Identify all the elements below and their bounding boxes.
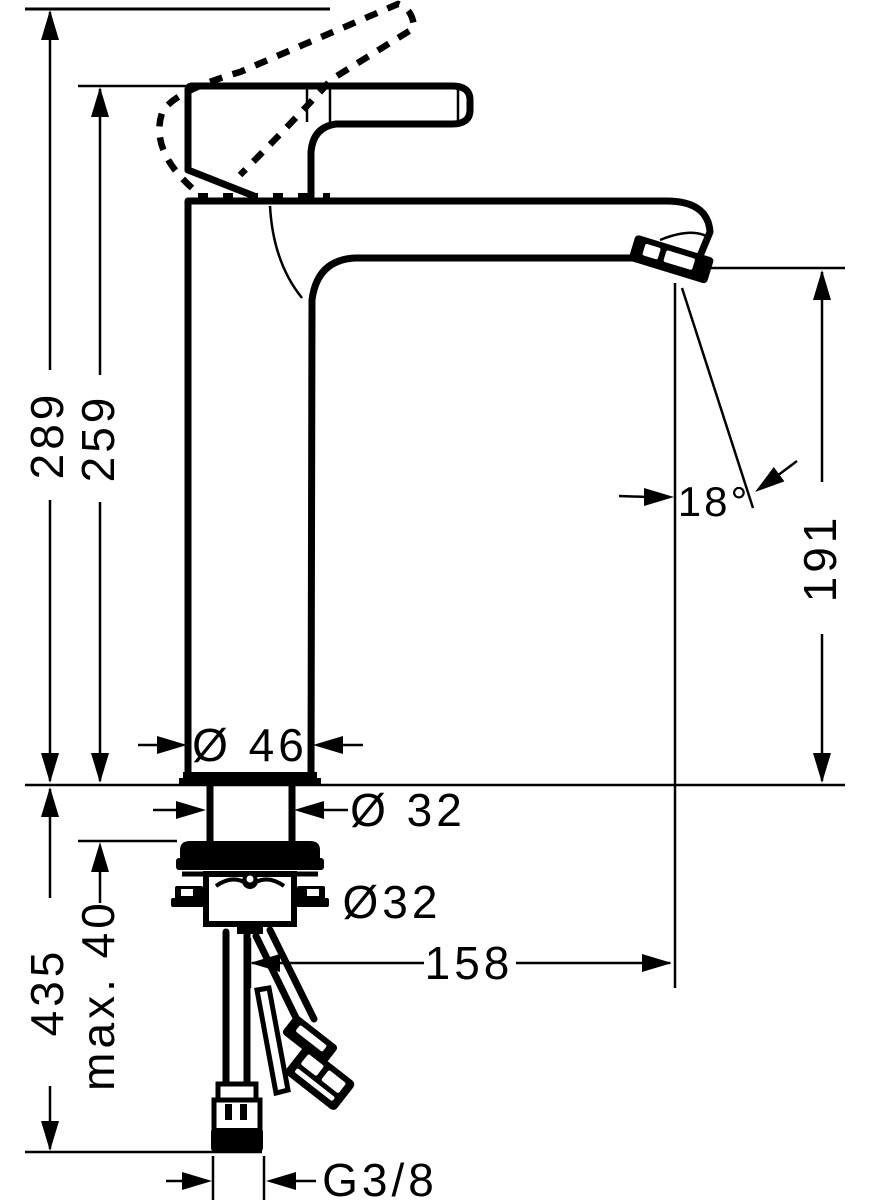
dim-158-arrow-right bbox=[642, 954, 672, 972]
angle-right-tail bbox=[776, 460, 798, 477]
dim-18deg-label: 18° bbox=[678, 478, 751, 525]
dim-435-label: 435 bbox=[21, 948, 73, 1037]
connector-slot-1 bbox=[225, 1104, 232, 1120]
dimension-max-thickness: max. 40 bbox=[72, 842, 124, 1091]
mounting-hardware bbox=[171, 841, 329, 934]
connector-body bbox=[211, 1097, 263, 1135]
dim-max40-label: max. 40 bbox=[72, 899, 124, 1091]
lever-front-chamfer bbox=[184, 166, 258, 200]
dim-435-arrow-down bbox=[41, 1121, 59, 1151]
supply-hose-vertical bbox=[211, 928, 263, 1152]
dimension-spout-reach: 158 bbox=[250, 937, 672, 989]
body-and-spout bbox=[184, 197, 714, 781]
dim-259-arrow-down bbox=[91, 753, 109, 783]
hose-a-collar bbox=[282, 1015, 338, 1065]
g38-arrow-right bbox=[266, 1172, 296, 1190]
base-cap-foot-left bbox=[179, 778, 191, 786]
connector-slot-2 bbox=[240, 1104, 247, 1120]
connector-band bbox=[211, 1128, 263, 1152]
pull-rod bbox=[254, 985, 291, 1097]
base-cap-foot-right bbox=[309, 778, 321, 786]
nut-bottom-tab bbox=[237, 921, 263, 934]
dimension-below-deck: 435 bbox=[21, 787, 73, 1151]
dim-191-arrow-down bbox=[813, 753, 831, 783]
angle-left-tail bbox=[618, 494, 649, 499]
dim-259-arrow-up bbox=[91, 87, 109, 117]
dia46-arrow-right bbox=[313, 736, 343, 754]
dimension-body-diameter: Ø 46 bbox=[138, 719, 363, 771]
hose-a-end-slot-2 bbox=[321, 1070, 346, 1093]
dia32-label: Ø 32 bbox=[350, 784, 466, 836]
body-base-cap bbox=[179, 772, 321, 786]
dia32-hole-label: Ø32 bbox=[343, 876, 442, 928]
hose-a-left bbox=[252, 932, 304, 1030]
dim-259-label: 259 bbox=[72, 394, 124, 483]
raised-lever-path bbox=[156, 0, 418, 191]
hose-a-end bbox=[285, 1046, 355, 1110]
spout-underside bbox=[307, 254, 646, 781]
hose-a-right bbox=[266, 926, 318, 1023]
angle-slant-line bbox=[680, 287, 755, 509]
washer-center-dot-inner bbox=[246, 875, 254, 883]
aerator-slot-1 bbox=[642, 244, 661, 260]
dia46-label: Ø 46 bbox=[192, 719, 308, 771]
lever-handle bbox=[184, 82, 474, 201]
dia32-arrow-left bbox=[176, 801, 206, 819]
dimension-spout-angle: 18° bbox=[618, 287, 798, 525]
dimension-spout-height: 191 bbox=[794, 270, 846, 783]
faucet-outline bbox=[156, 0, 714, 1152]
dim-158-label: 158 bbox=[425, 937, 514, 989]
dim-max40-arrow-up bbox=[91, 842, 109, 872]
lever-raised-dashed-outline bbox=[156, 0, 418, 199]
reference-lines bbox=[25, 7, 845, 1200]
g38-label: G3/8 bbox=[322, 1154, 438, 1200]
aerator-slot-2 bbox=[663, 250, 695, 270]
dim-435-arrow-up bbox=[41, 787, 59, 817]
g38-connector bbox=[211, 1081, 263, 1152]
dim-191-label: 191 bbox=[794, 514, 846, 603]
angle-arrow-left bbox=[644, 488, 674, 506]
hose-a-end-slot-1 bbox=[301, 1054, 324, 1076]
dimension-total-height: 289 bbox=[21, 10, 73, 783]
g38-arrow-left bbox=[182, 1172, 212, 1190]
angle-arrow-right bbox=[755, 467, 785, 492]
clip-right-lip bbox=[295, 898, 329, 907]
spout-inner-curve bbox=[268, 205, 303, 299]
body-spout-top bbox=[184, 197, 714, 781]
clip-right-slot bbox=[307, 889, 319, 896]
base-cap-bar bbox=[183, 772, 317, 784]
dim-289-arrow-down bbox=[41, 753, 59, 783]
flange-lip bbox=[176, 858, 324, 870]
dimension-lever-height: 259 bbox=[72, 87, 124, 783]
dimension-thread: G3/8 bbox=[166, 1154, 438, 1200]
clip-left-lip bbox=[171, 898, 205, 907]
dim-289-arrow-up bbox=[41, 10, 59, 40]
aerator bbox=[629, 235, 714, 284]
supply-hose-angled bbox=[252, 926, 355, 1110]
hose-a-end-stripe bbox=[295, 1068, 335, 1101]
dim-158-arrow-left bbox=[250, 954, 280, 972]
hose-a-collar-slot bbox=[296, 1025, 327, 1052]
dim-191-arrow-up bbox=[813, 270, 831, 300]
dim-289-label: 289 bbox=[21, 391, 73, 480]
dia32-arrow-right bbox=[294, 801, 324, 819]
dimension-shank-diameter: Ø 32 bbox=[153, 784, 466, 836]
dia46-arrow-left bbox=[157, 736, 187, 754]
spout-end-inner-line bbox=[659, 231, 707, 242]
mounting-shank bbox=[206, 780, 296, 846]
lever-pivot-curve bbox=[308, 122, 333, 151]
clip-left-slot bbox=[181, 889, 193, 896]
